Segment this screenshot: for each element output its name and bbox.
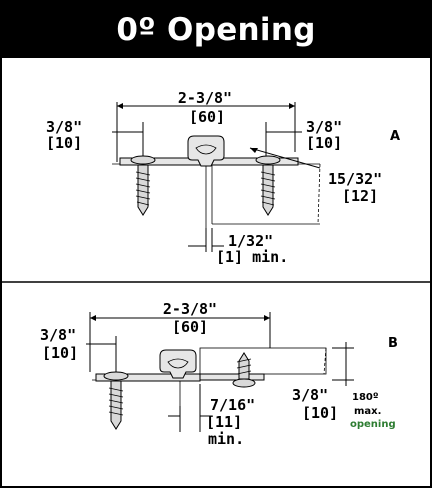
diagram-a: 2-3/8" [60] 3/8" [10] 3/8" [10] A xyxy=(46,89,400,266)
label-b-left-in: 3/8" xyxy=(40,326,76,344)
label-b-angle: 180º xyxy=(352,392,379,403)
a-depth-leader xyxy=(249,147,321,169)
a-knuckle-pin xyxy=(195,144,217,155)
b-screw-right xyxy=(236,352,252,380)
b-hinge-plate-upper xyxy=(199,373,265,381)
label-b-right-in: 3/8" xyxy=(292,386,328,404)
label-b-right-mm: [10] xyxy=(302,404,338,422)
a-screw-left xyxy=(135,164,151,216)
a-right-break xyxy=(317,163,321,225)
arrow-a-width-left xyxy=(117,103,123,109)
label-b-width-in: 2-3/8" xyxy=(163,300,217,318)
label-b-left-mm: [10] xyxy=(42,344,78,362)
label-a-left-mm: [10] xyxy=(46,134,82,152)
label-a-gap-mm: [1] min. xyxy=(216,248,288,266)
diagram-b: 2-3/8" [60] 3/8" [10] B xyxy=(40,300,398,448)
label-a-gap-in: 1/32" xyxy=(228,232,273,250)
b-knuckle-pin xyxy=(167,358,189,369)
label-b-width-mm: [60] xyxy=(172,318,208,336)
label-b-gap-in: 7/16" xyxy=(210,396,255,414)
arrow-b-width-right xyxy=(264,315,270,321)
label-a-left-in: 3/8" xyxy=(46,118,82,136)
b-screw-left xyxy=(108,380,124,430)
label-b-tag: B xyxy=(388,336,398,351)
page-title: 0º Opening xyxy=(2,2,430,58)
label-b-angle-note2: opening xyxy=(350,419,396,430)
b-upper-break xyxy=(323,347,327,375)
label-b-gap-mm: [11] xyxy=(206,413,242,431)
b-screw-head-right xyxy=(232,378,256,388)
arrow-a-width-right xyxy=(289,103,295,109)
b-screw-head-left xyxy=(103,371,129,381)
label-a-tag: A xyxy=(390,129,400,144)
label-a-right-mm: [10] xyxy=(306,134,342,152)
label-b-gap-note: min. xyxy=(208,430,244,448)
a-screw-head-right xyxy=(255,155,281,165)
b-upper-leaf xyxy=(199,347,327,375)
arrow-b-width-left xyxy=(90,315,96,321)
label-a-width-mm: [60] xyxy=(189,108,225,126)
a-hinge-knuckle xyxy=(187,135,225,167)
arrow-a-depth xyxy=(250,148,258,153)
label-a-depth-mm: [12] xyxy=(342,187,378,205)
a-screw-head-left xyxy=(130,155,156,165)
label-a-width-in: 2-3/8" xyxy=(178,89,232,107)
label-b-angle-note1: max. xyxy=(354,406,381,417)
label-a-right-in: 3/8" xyxy=(306,118,342,136)
a-screw-right xyxy=(260,164,276,216)
b-hinge-knuckle xyxy=(159,349,197,379)
label-a-depth-in: 15/32" xyxy=(328,170,382,188)
